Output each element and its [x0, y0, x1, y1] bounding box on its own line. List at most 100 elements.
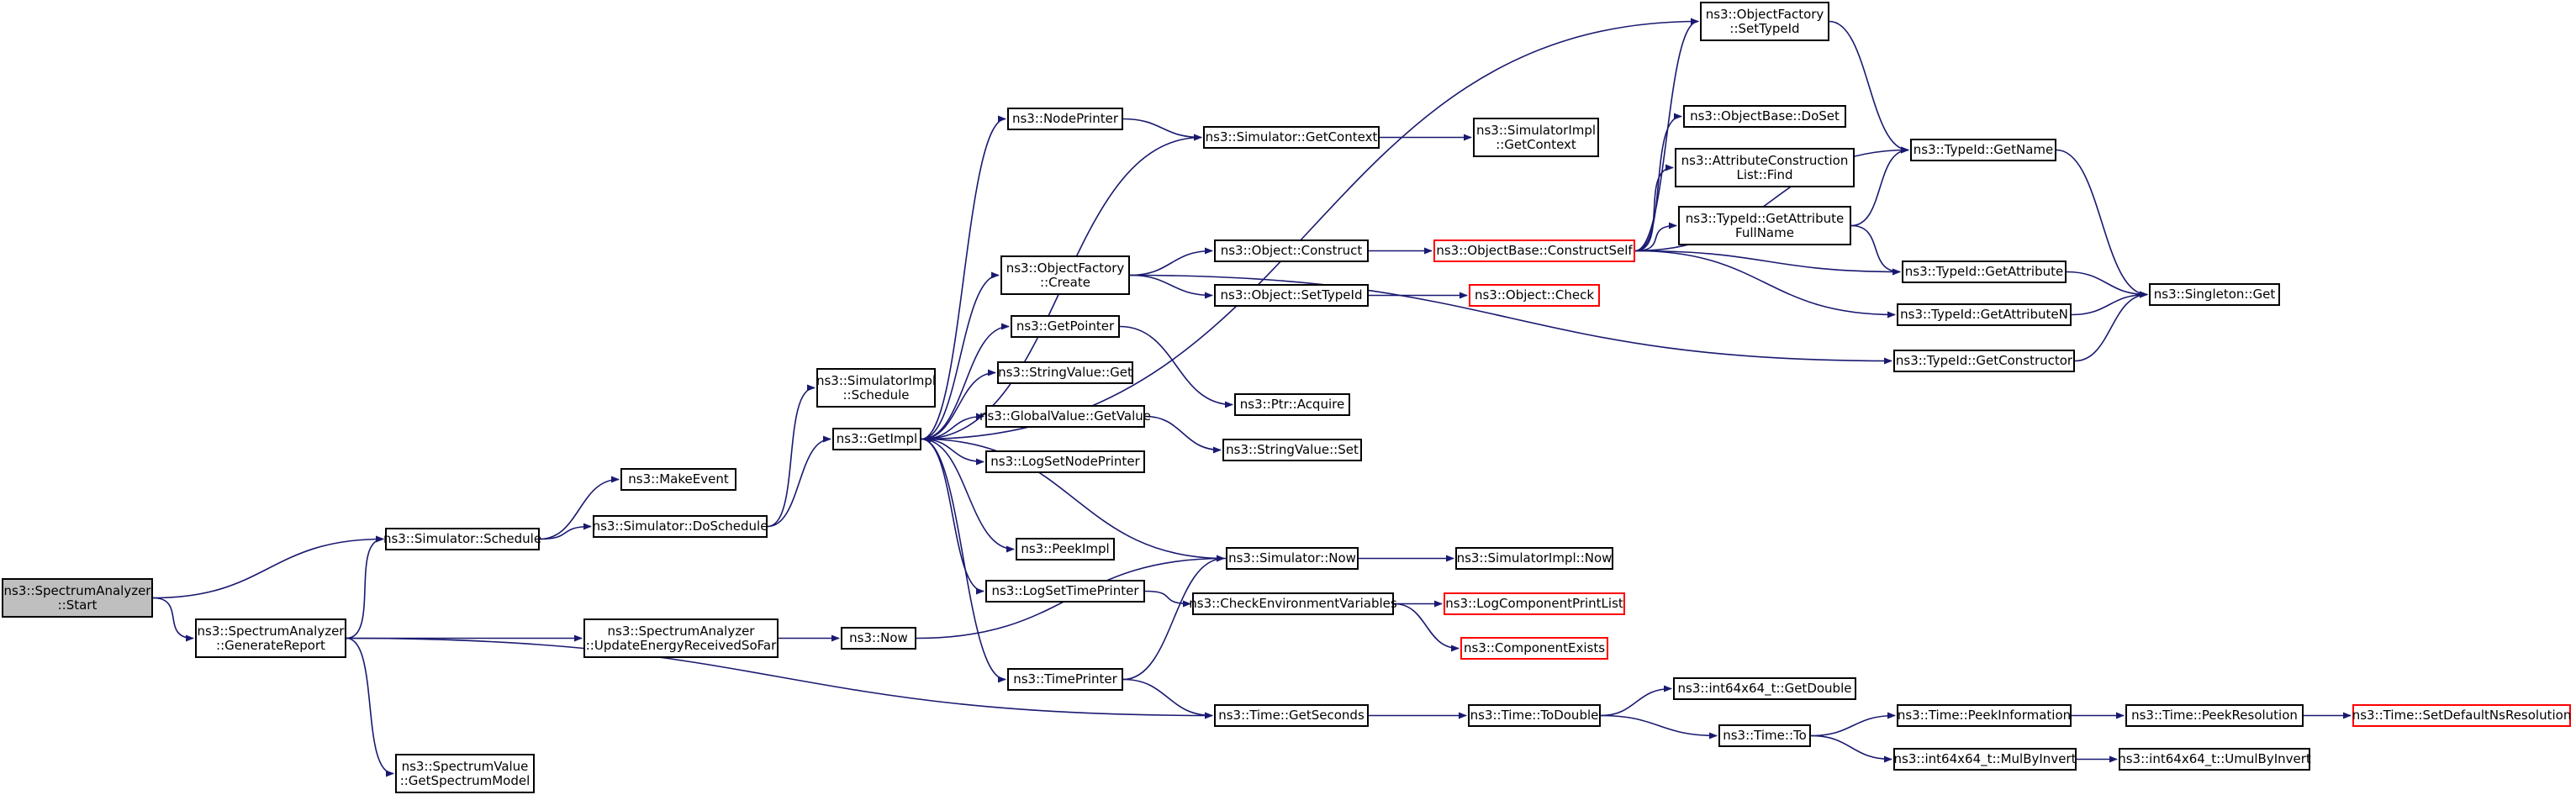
edge-ofcreate-to-objsettypeid	[1129, 274, 1213, 299]
edge-simnow-to-getimpl	[922, 435, 1227, 560]
node-label: FullName	[1735, 224, 1794, 240]
node-label: ns3::Object::SetTypeId	[1220, 287, 1363, 303]
node-label: ns3::Time::SetDefaultNsResolution	[2352, 708, 2572, 723]
edge-constructself-to-typeidgetattributen	[1634, 250, 1896, 318]
edge-timeto-to-mulbyinvert	[1810, 734, 1892, 763]
node-typeidgetconstructor[interactable]: ns3::TypeId::GetConstructor	[1893, 350, 2075, 372]
edge-constructself-to-typeidgetattribute	[1634, 250, 1901, 276]
node-objconstruct[interactable]: ns3::Object::Construct	[1214, 239, 1369, 262]
edge-schedule-to-makeevent	[539, 476, 620, 540]
node-makeevent[interactable]: ns3::MakeEvent	[620, 468, 736, 491]
node-label: List::Find	[1736, 166, 1793, 182]
node-label: ::GenerateReport	[216, 637, 325, 653]
node-nodeprinter[interactable]: ns3::NodePrinter	[1007, 108, 1123, 130]
node-label: ns3::SpectrumValue	[401, 758, 529, 774]
node-schedule[interactable]: ns3::Simulator::Schedule	[383, 528, 541, 550]
node-constructself[interactable]: ns3::ObjectBase::ConstructSelf	[1433, 239, 1635, 262]
edge-getimpl-to-peekimpl	[921, 438, 1015, 553]
node-label: ns3::LogSetTimePrinter	[991, 583, 1139, 598]
node-singletonget[interactable]: ns3::Singleton::Get	[2149, 283, 2280, 306]
edge-todouble-to-int64getdouble	[1600, 685, 1672, 717]
node-label: ns3::TypeId::GetAttributeN	[1900, 307, 2068, 322]
node-label: ns3::LogSetNodePrinter	[990, 454, 1140, 469]
node-doschedule[interactable]: ns3::Simulator::DoSchedule	[593, 515, 768, 538]
node-timeprinter[interactable]: ns3::TimePrinter	[1007, 668, 1123, 691]
node-getseconds[interactable]: ns3::Time::GetSeconds	[1214, 704, 1369, 727]
node-setdefaultnsresolution[interactable]: ns3::Time::SetDefaultNsResolution	[2352, 704, 2571, 727]
edge-constructself-to-attrconstructionfind	[1634, 164, 1674, 252]
edge-getimpl-to-ofcreate	[921, 271, 1000, 440]
edge-getimpl-to-globalvalueget	[921, 413, 984, 440]
node-getimpl[interactable]: ns3::GetImpl	[832, 428, 921, 450]
node-implgetcontext[interactable]: ns3::SimulatorImpl::GetContext	[1473, 118, 1599, 157]
node-label: ::GetContext	[1496, 136, 1576, 152]
node-simnow[interactable]: ns3::Simulator::Now	[1226, 547, 1359, 570]
node-label: ::SetTypeId	[1729, 20, 1800, 36]
node-checkenv[interactable]: ns3::CheckEnvironmentVariables	[1189, 592, 1397, 615]
node-label: ns3::GetImpl	[836, 431, 918, 446]
node-updateenergy[interactable]: ns3::SpectrumAnalyzer::UpdateEnergyRecei…	[583, 618, 779, 658]
node-int64getdouble[interactable]: ns3::int64x64_t::GetDouble	[1673, 677, 1856, 700]
node-genreport[interactable]: ns3::SpectrumAnalyzer::GenerateReport	[195, 618, 346, 658]
edge-genreport-to-getseconds	[346, 637, 1213, 719]
node-label: ns3::Simulator::GetContext	[1205, 129, 1378, 145]
node-label: ns3::Object::Construct	[1220, 243, 1363, 258]
edge-logsettimeprinter-to-checkenv	[1144, 590, 1191, 608]
edge-timeprinter-to-simnow	[1122, 555, 1225, 681]
node-mulbyinvert[interactable]: ns3::int64x64_t::MulByInvert	[1893, 748, 2077, 771]
edge-constructself-to-ofsettypeid	[1634, 18, 1699, 252]
node-typeidgetattribute[interactable]: ns3::TypeId::GetAttribute	[1902, 261, 2067, 283]
node-label: ns3::GetPointer	[1016, 318, 1115, 334]
node-logsettimeprinter[interactable]: ns3::LogSetTimePrinter	[985, 580, 1145, 603]
node-label: ns3::Object::Check	[1474, 287, 1595, 303]
node-label: ns3::TypeId::GetConstructor	[1895, 353, 2073, 368]
node-todouble[interactable]: ns3::Time::ToDouble	[1468, 704, 1601, 727]
edge-getpointer-to-ptracquire	[1119, 325, 1233, 408]
edge-getattributefullname-to-typeidgetname	[1850, 146, 1909, 227]
node-label: ::Create	[1040, 274, 1090, 290]
node-peekinformation[interactable]: ns3::Time::PeekInformation	[1897, 704, 2072, 727]
node-peekresolution[interactable]: ns3::Time::PeekResolution	[2125, 704, 2304, 727]
node-logsetnodeprinter[interactable]: ns3::LogSetNodePrinter	[985, 450, 1145, 473]
edge-ofcreate-to-typeidgetconstructor	[1129, 274, 1892, 365]
node-label: ns3::int64x64_t::MulByInvert	[1893, 751, 2077, 766]
edge-typeidgetattributen-to-singletonget	[2071, 291, 2148, 316]
node-label: ns3::Simulator::DoSchedule	[592, 518, 768, 534]
node-implnow[interactable]: ns3::SimulatorImpl::Now	[1455, 547, 1613, 570]
node-label: ns3::ObjectFactory	[1705, 6, 1824, 22]
node-componentexists[interactable]: ns3::ComponentExists	[1460, 637, 1608, 660]
node-globalvalueget[interactable]: ns3::GlobalValue::GetValue	[979, 405, 1151, 428]
node-logcomponentprintlist[interactable]: ns3::LogComponentPrintList	[1444, 592, 1625, 615]
node-ptracquire[interactable]: ns3::Ptr::Acquire	[1234, 393, 1350, 416]
node-peekimpl[interactable]: ns3::PeekImpl	[1016, 538, 1115, 561]
node-label: ns3::TimePrinter	[1013, 671, 1117, 687]
node-objectbasedoset[interactable]: ns3::ObjectBase::DoSet	[1683, 105, 1846, 128]
node-label: ns3::AttributeConstruction	[1681, 152, 1849, 168]
node-label: ::GetSpectrumModel	[399, 772, 531, 788]
node-label: ns3::ComponentExists	[1463, 640, 1606, 655]
node-objsettypeid[interactable]: ns3::Object::SetTypeId	[1214, 284, 1369, 307]
node-typeidgetname[interactable]: ns3::TypeId::GetName	[1910, 139, 2056, 161]
node-stringvalueget[interactable]: ns3::StringValue::Get	[997, 361, 1133, 384]
node-timeto[interactable]: ns3::Time::To	[1718, 724, 1811, 747]
node-label: ns3::Time::ToDouble	[1470, 708, 1599, 723]
node-umulbyinvert[interactable]: ns3::int64x64_t::UmulByInvert	[2118, 748, 2311, 771]
node-getpointer[interactable]: ns3::GetPointer	[1011, 315, 1120, 338]
node-typeidgetattributen[interactable]: ns3::TypeId::GetAttributeN	[1897, 303, 2072, 326]
node-label: ns3::int64x64_t::UmulByInvert	[2118, 751, 2311, 766]
node-ofcreate[interactable]: ns3::ObjectFactory::Create	[1000, 255, 1130, 295]
node-now[interactable]: ns3::Now	[841, 627, 916, 650]
node-getcontext[interactable]: ns3::Simulator::GetContext	[1203, 126, 1380, 149]
node-implschedule[interactable]: ns3::SimulatorImpl::Schedule	[816, 368, 936, 408]
edge-typeidgetname-to-singletonget	[2056, 149, 2148, 298]
node-label: ns3::Time::GetSeconds	[1218, 708, 1365, 723]
node-objcheck[interactable]: ns3::Object::Check	[1469, 284, 1600, 307]
edge-typeidgetattribute-to-singletonget	[2066, 271, 2148, 298]
node-ofsettypeid[interactable]: ns3::ObjectFactory::SetTypeId	[1700, 2, 1829, 41]
node-getspectrummodel[interactable]: ns3::SpectrumValue::GetSpectrumModel	[395, 754, 535, 793]
edge-globalvalueget-to-stringvalueset	[1144, 415, 1222, 454]
node-stringvalueset[interactable]: ns3::StringValue::Set	[1222, 439, 1362, 461]
